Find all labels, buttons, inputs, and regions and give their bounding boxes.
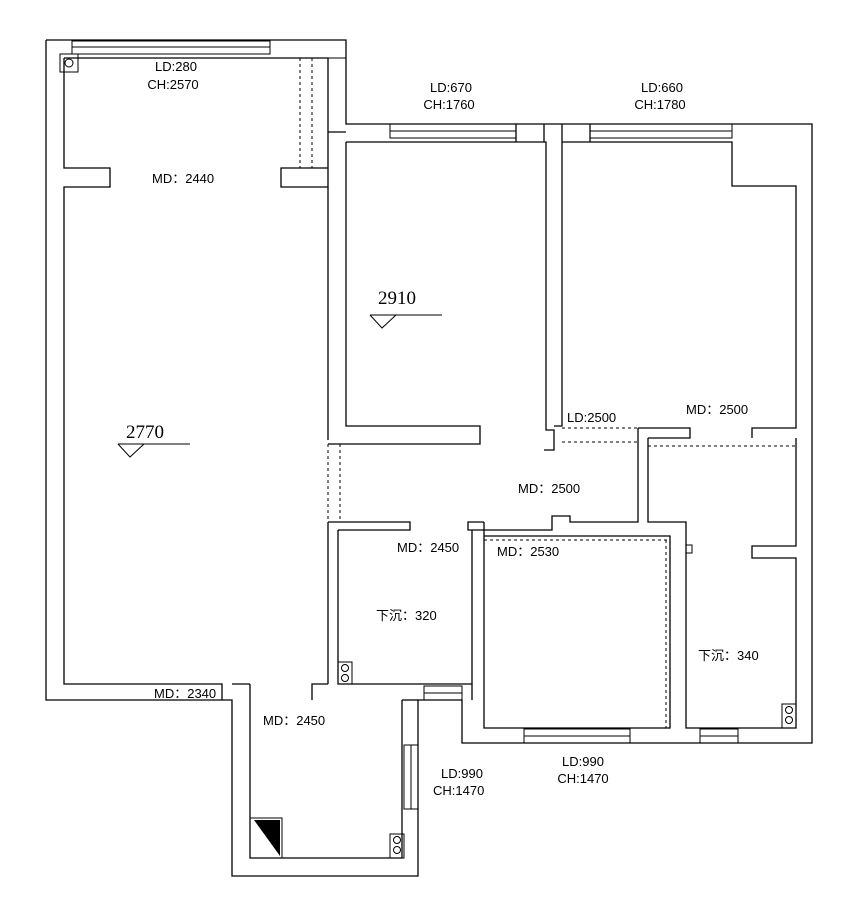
balcony-window-ch-label: CH:2570 [147,77,199,92]
right-bath-sunken-label: 下沉：340 [698,648,759,663]
kitchen-window [404,745,418,809]
balcony-window-ld-label: LD:280 [155,59,197,74]
corridor-door-height-label: MD：2500 [518,481,581,496]
right-bathroom-window [700,729,738,743]
left-bathroom-walls [338,530,472,684]
study-window [524,729,630,743]
bedroom-2-walls [328,124,554,450]
bathroom-window-small [424,686,462,700]
study-door-height-label: MD：2530 [497,544,560,559]
living-room-walls [64,58,328,700]
living-ceiling-height: 2770 [126,422,164,443]
bedroom-2-window-ld-label: LD:670 [430,80,472,95]
living-bottom-door-height-label: MD：2340 [154,686,217,701]
bedroom-1-door-height-label: MD：2500 [686,402,749,417]
study-window-ch-label: CH:1470 [557,771,609,786]
kitchen-sink [390,834,404,858]
balcony-door-frame [300,58,346,168]
bedroom-1-walls [554,124,796,438]
corridor-walls [328,428,638,530]
corridor-door-ld-label: LD:2500 [567,410,617,425]
kitchen-walls [232,684,418,858]
kitchen-flue [250,818,282,858]
study-walls [472,522,670,728]
bedroom-2-ceiling-height: 2910 [378,288,416,309]
kitchen-window-ch-label: CH:1470 [433,783,485,798]
left-bath-door-height-label: MD：2450 [397,540,460,555]
bedroom-2-window [390,124,516,138]
ceiling-marker-bedroom-2 [370,315,442,328]
left-bath-sunken-label: 下沉：320 [376,608,437,623]
balcony-window [60,41,270,72]
outer-walls [46,40,812,876]
ceiling-marker-living [118,444,190,457]
kitchen-window-ld-label: LD:990 [441,766,483,781]
living-door-height-label: MD：2440 [152,171,215,186]
kitchen-door-height-label: MD：2450 [263,713,326,728]
bedroom-1-window-ch-label: CH:1780 [634,97,686,112]
bedroom-1-window [590,124,732,138]
right-bathroom-walls [648,438,796,728]
bedroom-1-window-ld-label: LD:660 [641,80,683,95]
bedroom-2-window-ch-label: CH:1760 [423,97,475,112]
study-window-ld-label: LD:990 [562,754,604,769]
